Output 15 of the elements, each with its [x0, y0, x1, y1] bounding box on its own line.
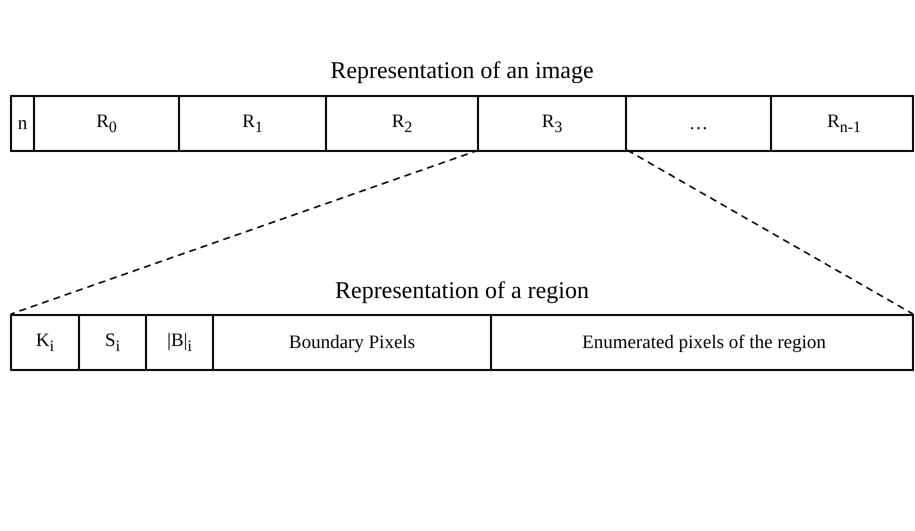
field-label: R$_{1}$ [242, 110, 263, 136]
field-label: R$_{2}$ [392, 110, 412, 136]
field-label: K$_{i}$ [36, 330, 54, 356]
field-label: … [689, 112, 708, 134]
field-label: Enumerated pixels of the region [582, 332, 826, 354]
field-label: R$_{n-1}$ [827, 110, 861, 136]
field-label: n [18, 112, 28, 134]
field-label: |B|$_{i}$ [167, 330, 192, 356]
bar-title: Representation of a region [335, 278, 589, 305]
expansion-line [626, 149, 914, 315]
field-label: Boundary Pixels [288, 332, 416, 354]
bar-title: Representation of an image [330, 58, 594, 85]
field-label: S$_{i}$ [105, 330, 120, 356]
field-label: R$_{3}$ [542, 110, 562, 136]
field-label: R$_{0}$ [96, 110, 117, 136]
